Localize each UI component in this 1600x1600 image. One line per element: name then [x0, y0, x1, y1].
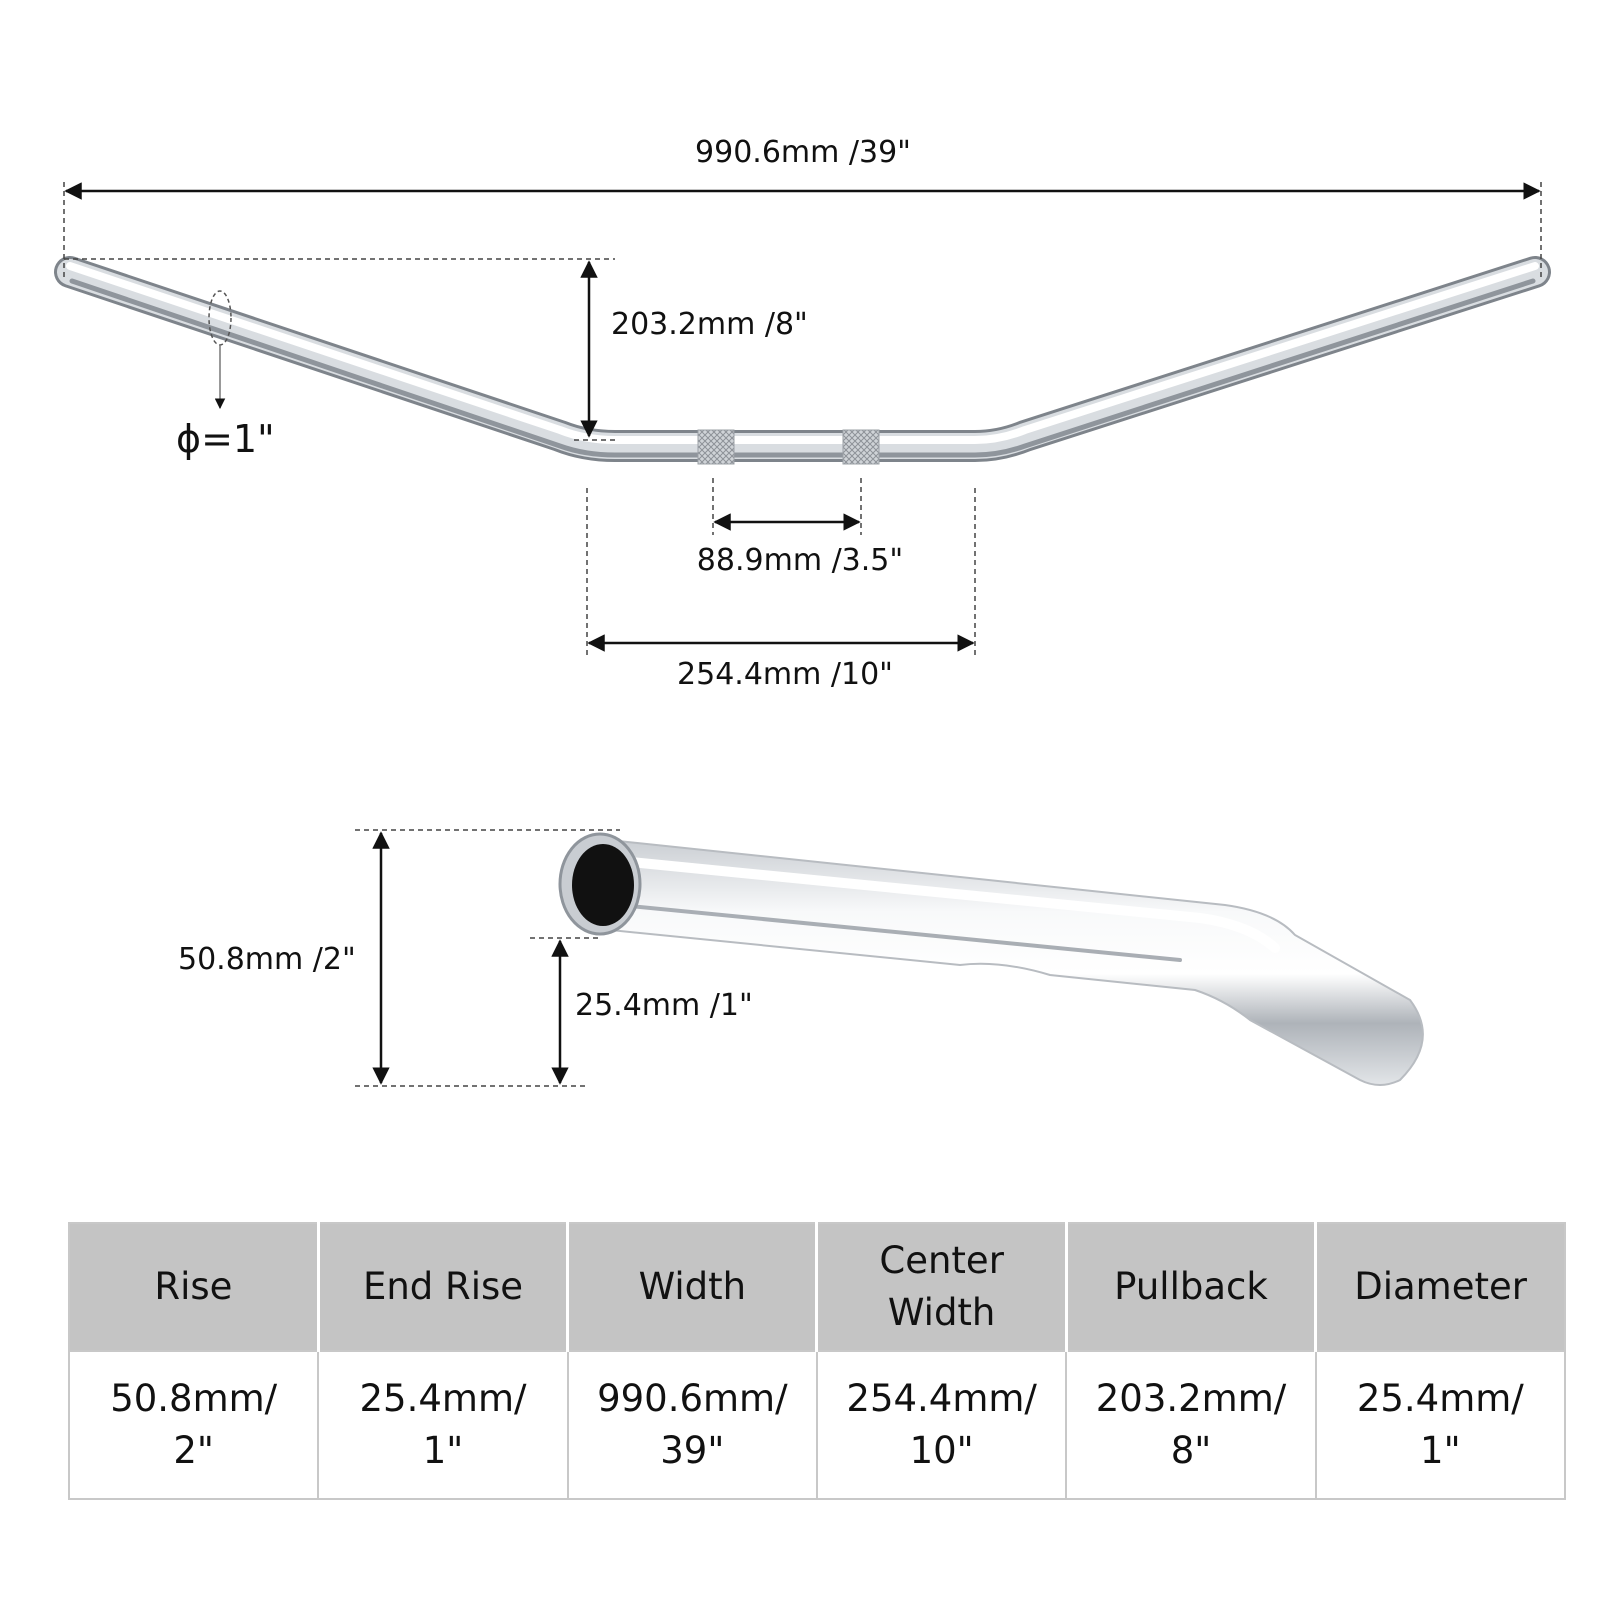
- right-knurl-grip: [842, 429, 880, 465]
- center-width-label: 254.4mm /10": [677, 657, 893, 692]
- header-diameter: Diameter: [1314, 1222, 1567, 1352]
- cell-width: 990.6mm/39": [566, 1350, 818, 1500]
- diameter-indicator: ϕ=1": [176, 290, 275, 461]
- handlebar-side-view: [558, 832, 1424, 1086]
- rise-dimension: 50.8mm /2": [178, 829, 620, 1087]
- rise-label: 50.8mm /2": [178, 942, 356, 977]
- header-end-rise: End Rise: [316, 1222, 569, 1352]
- table-row: 50.8mm/2" 25.4mm/1" 990.6mm/39" 254.4mm/…: [67, 1350, 1567, 1500]
- end-rise-dimension: 25.4mm /1": [530, 937, 753, 1085]
- pullback-dimension: 203.2mm /8": [64, 258, 808, 441]
- end-rise-label: 25.4mm /1": [575, 988, 753, 1023]
- center-width-dimension: 254.4mm /10": [586, 488, 976, 692]
- header-pullback: Pullback: [1064, 1222, 1317, 1352]
- cell-center-width: 254.4mm/10": [815, 1350, 1068, 1500]
- header-width: Width: [566, 1222, 818, 1352]
- cell-diameter: 25.4mm/1": [1314, 1350, 1567, 1500]
- knurl-spacing-label: 88.9mm /3.5": [697, 543, 903, 578]
- overall-width-label: 990.6mm /39": [695, 135, 911, 170]
- overall-width-dimension: 990.6mm /39": [63, 135, 1542, 278]
- cell-pullback: 203.2mm/8": [1065, 1350, 1317, 1500]
- left-knurl-grip: [697, 429, 735, 465]
- knurl-spacing-dimension: 88.9mm /3.5": [697, 478, 903, 578]
- cell-end-rise: 25.4mm/1": [317, 1350, 569, 1500]
- cell-rise: 50.8mm/2": [67, 1350, 320, 1500]
- header-rise: Rise: [67, 1222, 320, 1352]
- handlebar-front-view: [54, 256, 1551, 465]
- diameter-label: ϕ=1": [176, 417, 275, 461]
- pullback-label: 203.2mm /8": [611, 307, 808, 342]
- handlebar-dimension-diagram: 990.6mm /39" 203.2mm /8" ϕ=1" 88.9mm /3.…: [54, 135, 1551, 1087]
